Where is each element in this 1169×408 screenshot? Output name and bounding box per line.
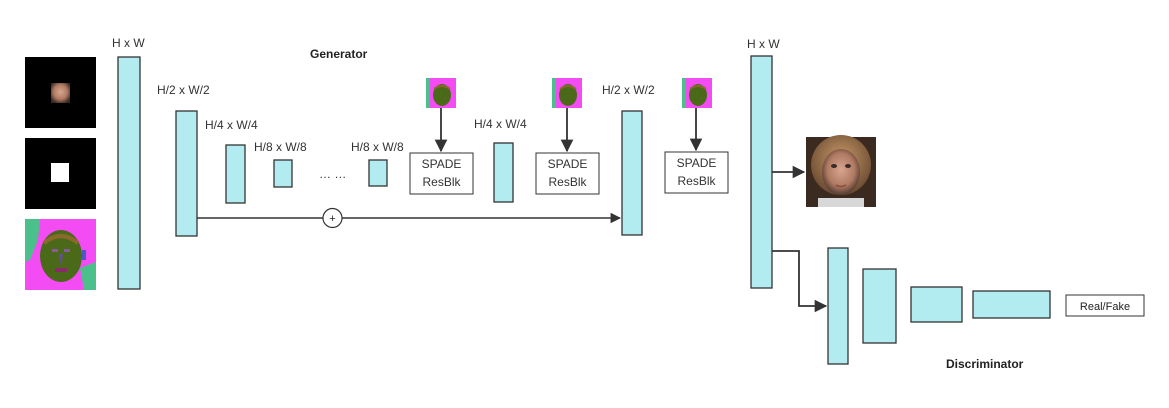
dim-label-full-right: H x W	[747, 37, 780, 51]
feature-map-half-right	[621, 110, 643, 236]
disc-layer-3	[910, 286, 963, 323]
feature-map-eighth-a	[273, 159, 293, 188]
disc-layer-1	[827, 247, 849, 365]
sum-node	[322, 207, 343, 229]
sum-symbol: +	[329, 213, 335, 225]
dim-label-half-right: H/2 x W/2	[602, 83, 655, 97]
feature-map-full-right	[750, 55, 773, 289]
arrow-to-discriminator	[772, 250, 828, 313]
seg-thumb-2	[552, 78, 582, 108]
input-segmentation-map	[25, 219, 96, 290]
seg-thumb-3	[682, 78, 712, 108]
dim-label-eighth-a: H/8 x W/8	[254, 140, 307, 154]
spade-resblk-2-sub: ResBlk	[548, 175, 587, 189]
disc-layer-2	[862, 268, 897, 344]
feature-map-quarter-right	[493, 142, 514, 203]
dim-label-quarter-left: H/4 x W/4	[205, 118, 258, 132]
spade-resblk-3-title: SPADE	[677, 156, 717, 170]
input-masked-image	[25, 57, 96, 128]
dim-label-eighth-b: H/8 x W/8	[351, 140, 404, 154]
dim-label-half-left: H/2 x W/2	[157, 83, 210, 97]
spade-resblk-3: SPADE ResBlk	[664, 151, 729, 194]
spade-resblk-1-sub: ResBlk	[422, 175, 461, 189]
feature-map-eighth-b	[368, 159, 388, 187]
spade-resblk-1: SPADE ResBlk	[409, 152, 474, 195]
spade-resblk-2-title: SPADE	[548, 157, 588, 171]
spade-resblk-2: SPADE ResBlk	[535, 152, 600, 195]
ellipsis-label: … …	[319, 167, 346, 181]
generator-title: Generator	[310, 47, 368, 61]
feature-map-half-left	[175, 110, 198, 237]
spade-resblk-1-title: SPADE	[422, 157, 462, 171]
real-fake-label: Real/Fake	[1080, 301, 1130, 313]
output-face-image	[806, 135, 876, 207]
dim-label-quarter-right: H/4 x W/4	[474, 117, 527, 131]
disc-layer-4	[972, 290, 1051, 319]
feature-map-full-left	[117, 56, 141, 290]
dim-label-full-left: H x W	[112, 36, 145, 50]
input-binary-mask	[25, 138, 96, 209]
real-fake-output: Real/Fake	[1065, 294, 1145, 317]
discriminator-title: Discriminator	[946, 357, 1024, 371]
spade-resblk-3-sub: ResBlk	[677, 174, 716, 188]
seg-thumb-1	[426, 78, 456, 108]
feature-map-quarter-left	[225, 144, 246, 204]
